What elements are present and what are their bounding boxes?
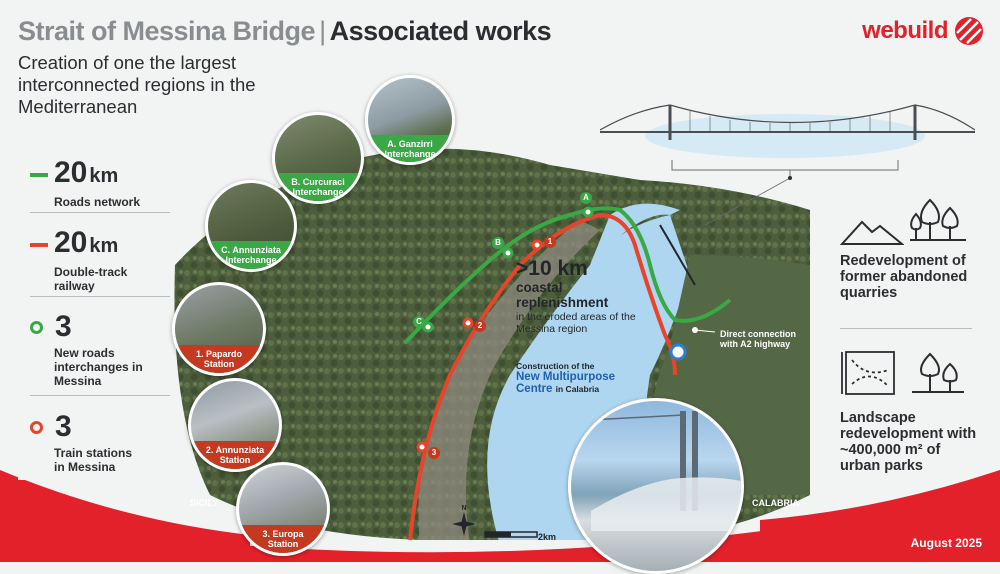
- green-line-icon: [30, 172, 48, 177]
- photo-interchange-a: A. Ganzirri Interchange: [365, 75, 455, 165]
- landscape-text: Landscape redevelopment with ~400,000 m²…: [840, 410, 977, 474]
- page-title: Strait of Messina Bridge|Associated work…: [18, 16, 552, 47]
- bridge-illustration: [600, 104, 975, 178]
- compass-rose-icon: [452, 512, 476, 536]
- stat-value: 3: [55, 310, 72, 343]
- page-subtitle: Creation of one the largest interconnect…: [18, 52, 256, 117]
- highway-label: Direct connection with A2 highway: [720, 329, 797, 349]
- stat-label: New roads interchanges in Messina: [54, 346, 143, 388]
- photo-interchange-c: C. Annunziata Interchange: [205, 180, 297, 272]
- brand-logo: webuild: [862, 16, 984, 46]
- roads-network-line: [403, 206, 732, 345]
- replenishment-callout: >10 km coastal replenishment in the erod…: [516, 257, 646, 336]
- park-trees-icon: [912, 352, 964, 393]
- stat-label: Roads network: [54, 195, 141, 209]
- title-separator: |: [319, 16, 326, 46]
- interchange-c-label: C. Annunziata Interchange: [221, 245, 281, 266]
- replenishment-title: coastal replenishment: [516, 280, 609, 310]
- stat-interchanges: 3 New roads interchanges in Messina: [30, 312, 165, 388]
- railway-line: [408, 212, 677, 541]
- calabria-label: CALABRIA: [752, 498, 799, 508]
- interchange-badge-b: B: [492, 237, 504, 249]
- centre-post: in Calabria: [555, 384, 600, 394]
- photo-multipurpose-centre: [568, 398, 744, 574]
- station-3-label: 3. Europa Station: [262, 528, 304, 549]
- photo-station-1: 1. Papardo Station: [172, 282, 266, 376]
- stat-stations: 3 Train stations in Messina: [30, 412, 165, 474]
- stat-unit: km: [89, 235, 119, 257]
- stats-panel-bg: [18, 140, 170, 480]
- landscape-map-icon: [841, 351, 895, 395]
- station-badge-2: 2: [474, 320, 486, 332]
- station-badge-3: 3: [428, 447, 440, 459]
- photo-station-2: 2. Annunziata Station: [188, 378, 282, 472]
- divider: [30, 296, 170, 297]
- scale-label: 2km: [538, 532, 557, 542]
- interchange-b-label: B. Curcuraci Interchange: [291, 177, 345, 198]
- multipurpose-callout: Construction of the New Multipurpose Cen…: [516, 361, 651, 395]
- quarries-text: Redevelopment of former abandoned quarri…: [840, 253, 968, 301]
- divider: [30, 212, 170, 213]
- stat-value: 3: [55, 410, 72, 443]
- sicily-label: SICILY: [190, 498, 219, 508]
- station-1-label: 1. Papardo Station: [195, 348, 242, 369]
- red-dot-icon: [30, 420, 43, 434]
- stat-label: Train stations in Messina: [54, 446, 133, 474]
- red-line-icon: [30, 242, 48, 247]
- title-part2: Associated works: [329, 16, 552, 46]
- stat-value: 20: [54, 156, 88, 189]
- stat-unit: km: [89, 165, 119, 187]
- bridge-tower-icon: [571, 411, 741, 531]
- centre-pre: Construction of the: [516, 361, 595, 371]
- divider: [840, 328, 972, 329]
- brand-name: webuild: [862, 17, 948, 44]
- brand-mark-icon: [955, 17, 983, 45]
- photo-station-3: 3. Europa Station: [236, 462, 330, 556]
- station-badge-1: 1: [544, 236, 556, 248]
- mountain-icon: [840, 220, 904, 245]
- stat-label: Double-track railway: [54, 265, 128, 293]
- replenishment-desc: in the eroded areas of the Messina regio…: [516, 311, 636, 335]
- interchange-a-label: A. Ganzirri Interchange: [384, 138, 436, 159]
- station-2-label: 2. Annunziata Station: [205, 444, 265, 465]
- centre-name-wrap: New Multipurpose Centre in Calabria: [516, 371, 626, 395]
- centre-name: New Multipurpose Centre: [516, 371, 616, 395]
- green-dot-icon: [30, 320, 43, 334]
- compass: N: [452, 505, 476, 541]
- interchange-badge-a: A: [580, 192, 592, 204]
- footer-date: August 2025: [910, 536, 982, 550]
- trees-icon: [910, 198, 966, 241]
- photo-interchange-b: B. Curcuraci Interchange: [272, 112, 364, 204]
- title-part1: Strait of Messina Bridge: [18, 16, 316, 46]
- divider: [30, 395, 170, 396]
- pointer-line: [659, 176, 792, 286]
- interchange-badge-c: C: [413, 316, 425, 328]
- compass-north: N: [461, 505, 467, 512]
- stat-value: 20: [54, 226, 88, 259]
- replenishment-value: >10 km: [516, 257, 588, 280]
